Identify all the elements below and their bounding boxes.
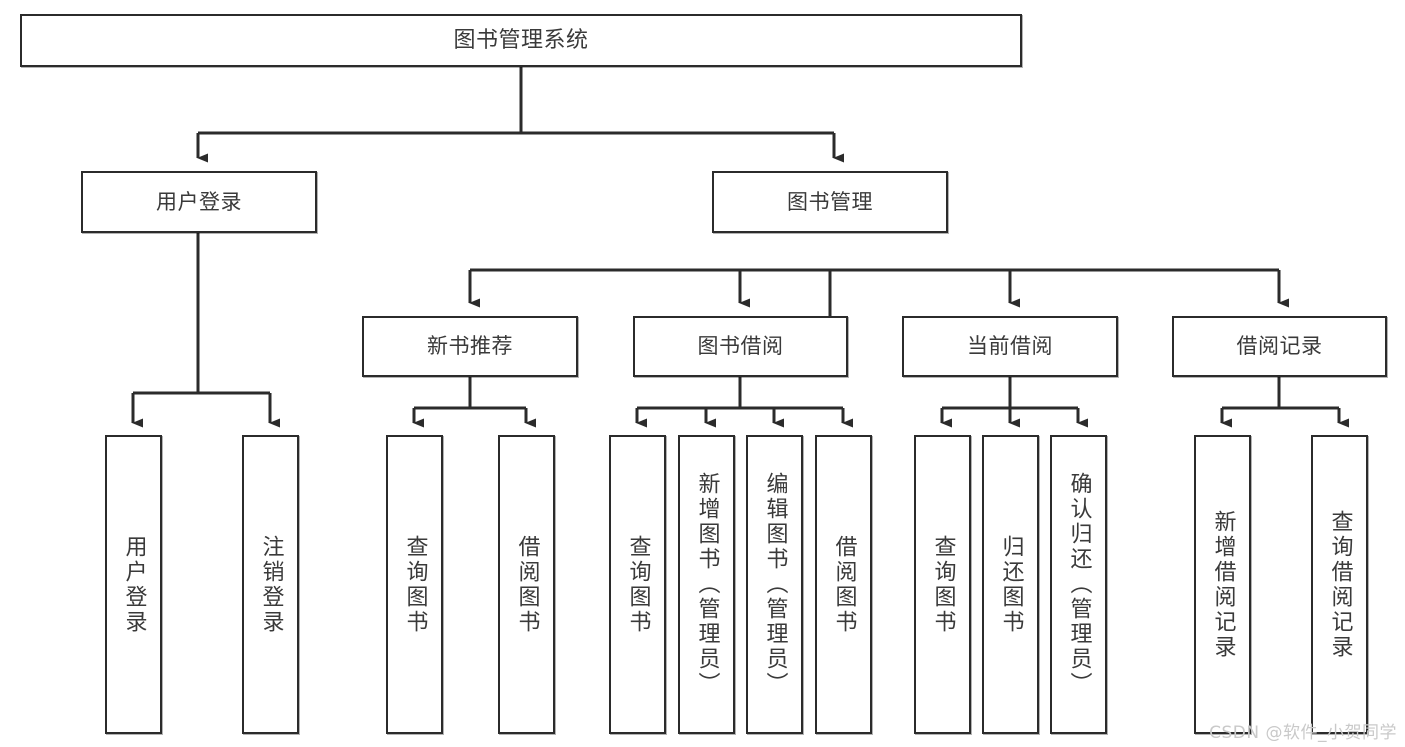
node-label: 确认归还（管理员） <box>1066 472 1092 697</box>
leaf-query-book-current[interactable]: 查询图书 <box>914 435 971 734</box>
leaf-return-book[interactable]: 归还图书 <box>982 435 1039 734</box>
node-label: 查询图书 <box>402 534 428 635</box>
leaf-confirm-return-admin[interactable]: 确认归还（管理员） <box>1050 435 1107 734</box>
node-label: 借阅图书 <box>514 534 540 635</box>
leaf-user-logout[interactable]: 注销登录 <box>242 435 299 734</box>
node-label: 注销登录 <box>258 534 284 635</box>
leaf-add-borrow-record[interactable]: 新增借阅记录 <box>1194 435 1251 734</box>
node-label: 用户登录 <box>156 189 242 214</box>
leaf-borrow-book-borrow[interactable]: 借阅图书 <box>815 435 872 734</box>
node-current-borrow[interactable]: 当前借阅 <box>902 316 1118 377</box>
leaf-add-book-admin[interactable]: 新增图书（管理员） <box>678 435 735 734</box>
leaf-query-borrow-record[interactable]: 查询借阅记录 <box>1311 435 1368 734</box>
node-borrow-record[interactable]: 借阅记录 <box>1172 316 1387 377</box>
node-label: 查询图书 <box>930 534 956 635</box>
leaf-edit-book-admin[interactable]: 编辑图书（管理员） <box>746 435 803 734</box>
node-label: 用户登录 <box>121 534 147 635</box>
node-book-borrow[interactable]: 图书借阅 <box>633 316 848 377</box>
leaf-query-book-borrow[interactable]: 查询图书 <box>609 435 666 734</box>
node-label: 图书管理 <box>787 189 873 214</box>
leaf-query-book-recommend[interactable]: 查询图书 <box>386 435 443 734</box>
node-label: 新书推荐 <box>427 334 513 359</box>
leaf-user-login[interactable]: 用户登录 <box>105 435 162 734</box>
node-label: 新增借阅记录 <box>1210 509 1236 660</box>
node-label: 图书借阅 <box>697 334 784 359</box>
node-label: 查询图书 <box>625 534 651 635</box>
node-user-login[interactable]: 用户登录 <box>81 171 317 233</box>
leaf-borrow-book-recommend[interactable]: 借阅图书 <box>498 435 555 734</box>
node-root-system[interactable]: 图书管理系统 <box>20 14 1022 67</box>
node-label: 归还图书 <box>998 534 1024 635</box>
node-label: 新增图书（管理员） <box>694 472 720 697</box>
node-label: 编辑图书（管理员） <box>762 472 788 697</box>
node-book-management[interactable]: 图书管理 <box>712 171 948 233</box>
node-label: 查询借阅记录 <box>1327 509 1353 660</box>
node-label: 借阅图书 <box>831 534 857 635</box>
node-label: 当前借阅 <box>967 334 1053 359</box>
node-label: 借阅记录 <box>1236 334 1323 359</box>
node-label: 图书管理系统 <box>453 27 589 53</box>
node-new-book-recommend[interactable]: 新书推荐 <box>362 316 578 377</box>
